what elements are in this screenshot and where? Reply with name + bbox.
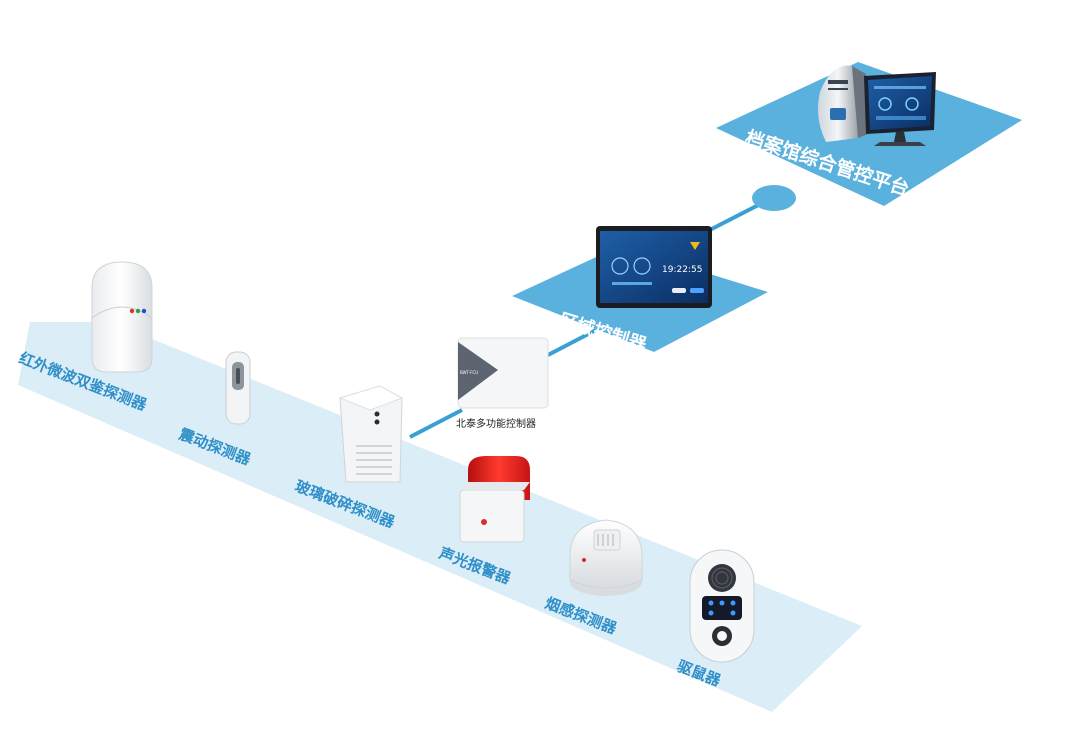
multi-controller-label: 北泰多功能控制器 — [456, 417, 536, 430]
platform-tile — [716, 62, 1022, 206]
server-tower-icon — [818, 65, 868, 142]
region-controller-screen: 19:22:55 — [596, 226, 712, 308]
pir-detector-icon — [91, 261, 153, 373]
alarm-siren-icon — [459, 456, 530, 543]
controller-clock: 19:22:55 — [662, 265, 702, 275]
svg-text:BWT-FCU: BWT-FCU — [460, 370, 478, 375]
smoke-detector-icon — [569, 519, 643, 596]
multi-controller-icon: BWT-FCU — [457, 337, 549, 409]
glass-break-detector-icon — [338, 385, 404, 483]
vibration-detector-icon — [225, 351, 251, 425]
connection-line — [409, 408, 463, 439]
rodent-repeller-icon — [689, 549, 755, 663]
connection-line — [547, 328, 597, 357]
connection-node — [752, 185, 796, 211]
monitor-icon — [864, 72, 936, 146]
